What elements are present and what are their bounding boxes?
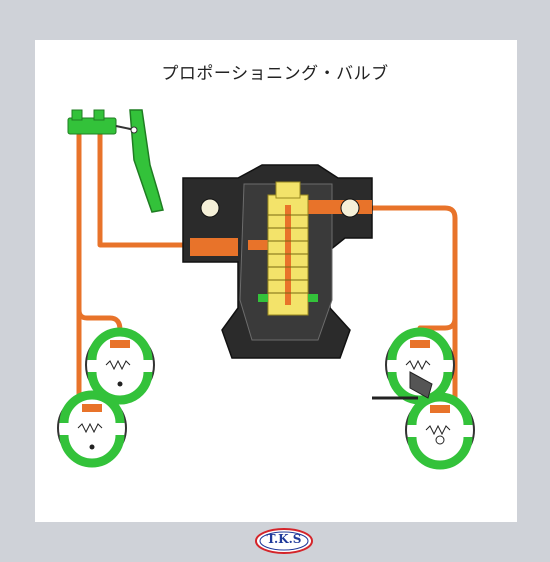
mount-hole-right (340, 198, 360, 218)
proportioning-valve (182, 164, 373, 359)
valve-inlet-passage (248, 240, 270, 250)
logo-text: T.K.S (266, 532, 302, 546)
logo-ellipse (255, 528, 313, 554)
master-cylinder-icon (67, 109, 136, 135)
line-right-upper (369, 205, 458, 343)
parking-brake-lever-icon (372, 371, 433, 400)
brake-drum-rear-left (85, 327, 155, 405)
valve-seal-left (258, 294, 268, 302)
valve-spring (268, 214, 308, 294)
tks-logo: T.K.S (254, 527, 314, 555)
brake-pedal-icon (129, 109, 164, 213)
valve-stem (285, 205, 291, 305)
brake-drum-front-right (405, 392, 475, 470)
brake-drum-front-left (57, 390, 127, 468)
valve-inlet-port (190, 238, 238, 256)
diagram-title: プロポーショニング・バルブ (161, 64, 389, 84)
valve-outlet-port (300, 200, 372, 214)
valve-seal-right (308, 294, 318, 302)
mount-hole-left (200, 198, 220, 218)
valve-plunger-head (275, 181, 301, 199)
line-to-valve (97, 132, 198, 248)
brake-drum-rear-right (385, 327, 455, 405)
